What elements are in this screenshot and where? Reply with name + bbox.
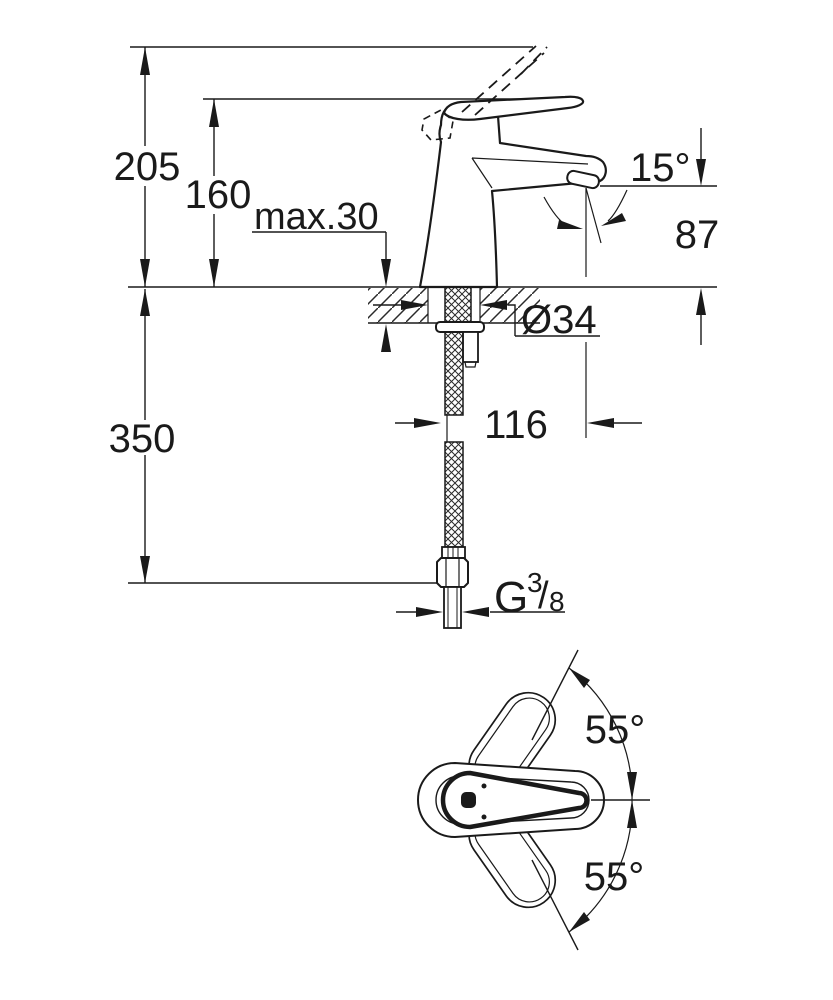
hose-nut-facets	[445, 558, 460, 587]
arrow-right-icon	[416, 607, 443, 617]
lever-dot-top	[481, 783, 487, 789]
arrow-left-icon	[480, 300, 507, 310]
arrow-up-icon	[696, 288, 706, 315]
dim-label-deck-thickness: max.30	[254, 196, 379, 238]
dimensions-side: 205 160 max.30 Ø34 15° 87	[109, 46, 720, 622]
arrow-down-icon	[140, 259, 150, 287]
hose-lower	[444, 441, 464, 548]
arrow-down-icon	[209, 259, 219, 287]
aerator	[566, 169, 600, 190]
connector-tube	[443, 586, 462, 629]
top-view: 55° 55°	[417, 649, 650, 951]
spout-detail-lines	[471, 157, 589, 189]
dim-label-thread-slash: /	[538, 575, 549, 617]
arrow-down-icon	[140, 556, 150, 583]
faucet-body-outline	[418, 102, 607, 289]
lever-top-outline	[440, 770, 589, 830]
dim-label-spout-height: 87	[675, 213, 720, 257]
arrow-left-icon	[462, 607, 489, 617]
side-view: 205 160 max.30 Ø34 15° 87	[109, 45, 720, 629]
lever-dot-bottom	[481, 814, 487, 820]
dim-line-o34	[373, 304, 600, 337]
lever-raised-end-dashed	[421, 109, 454, 141]
dim-label-thread-denominator: 8	[549, 586, 565, 617]
swivel-axis-lower	[531, 859, 579, 951]
mounting-washer	[435, 321, 485, 333]
hose-upper	[444, 331, 464, 416]
arrow-right-icon	[557, 220, 583, 229]
arrow-right-icon	[401, 300, 428, 310]
faucet-body	[418, 45, 607, 289]
arrow-left-icon	[587, 418, 614, 428]
dim-label-total-height: 205	[114, 145, 181, 189]
dim-label-swivel-upper: 55°	[585, 708, 646, 752]
dim-label-projection: 116	[484, 403, 548, 447]
connector-tube-walls	[447, 587, 458, 628]
lever-raised-dashed	[461, 45, 548, 116]
arrow-down-icon	[381, 259, 391, 287]
dim-label-spout-angle: 15°	[630, 146, 691, 190]
arrow-up-icon	[627, 800, 637, 828]
stud-tip	[464, 361, 477, 368]
stream-angle-line	[585, 187, 602, 244]
supply-hose-assembly	[435, 284, 485, 629]
dim-label-swivel-lower: 55°	[584, 855, 645, 899]
dim-label-body-height: 160	[185, 173, 252, 217]
mounting-stud	[462, 331, 479, 363]
angle-arc-left	[543, 196, 568, 227]
arrow-up-icon	[140, 47, 150, 75]
arrow-up-icon	[140, 289, 150, 316]
arrow-up-icon	[381, 324, 391, 352]
dim-label-thread-numerator: 3	[527, 567, 543, 598]
arrow-downleft-icon	[569, 912, 590, 932]
arrow-upleft-icon	[569, 668, 590, 688]
arrow-down-icon	[696, 159, 706, 186]
hose-nut	[436, 557, 469, 588]
dim-line-max30	[252, 231, 387, 260]
dim-label-hole-diameter: Ø34	[521, 298, 597, 342]
lever-indicator-mark	[461, 792, 476, 808]
arrow-left-icon	[601, 213, 626, 226]
swivel-axis-upper	[531, 649, 579, 741]
arrow-up-icon	[209, 99, 219, 127]
dim-label-hose-length: 350	[109, 417, 176, 461]
dim-label-thread-prefix: G	[494, 573, 528, 622]
lever-handle-side	[442, 95, 585, 121]
collar-knurl	[447, 547, 459, 558]
angle-arc-right	[607, 189, 628, 222]
arrow-down-icon	[627, 772, 637, 800]
arrow-right-icon	[414, 418, 441, 428]
